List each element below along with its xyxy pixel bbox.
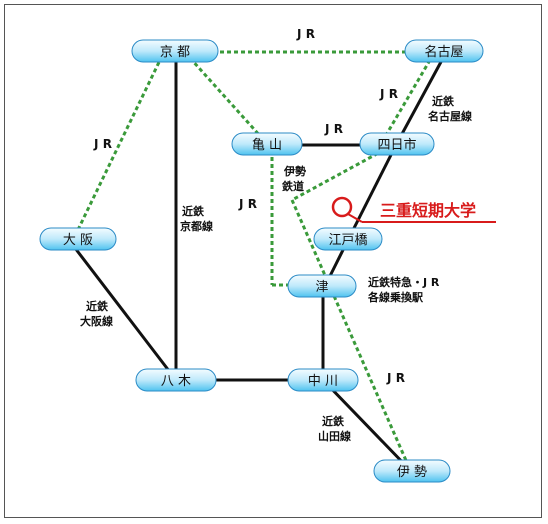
- label-kintetsu-yamada-1: 近鉄: [322, 414, 345, 428]
- label-transfer-2: 各線乗換駅: [367, 290, 423, 304]
- station-tsu[interactable]: 津: [287, 274, 357, 298]
- label-kintetsu-nagoya-1: 近鉄: [432, 94, 455, 108]
- college-marker[interactable]: 三重短期大学: [331, 196, 496, 223]
- college-pointer: [347, 213, 363, 223]
- station-kameyama-label: 亀 山: [252, 138, 282, 153]
- station-nakagawa-label: 中 川: [308, 374, 338, 389]
- label-kintetsu-osaka-2: 大阪線: [80, 314, 113, 328]
- label-jr-left: J R: [93, 137, 112, 151]
- jr-kyoto-kameyama: [188, 56, 264, 140]
- jr-yokkaichi-sw: [291, 148, 385, 202]
- station-ise-label: 伊 勢: [397, 465, 427, 480]
- station-kyoto-label: 京 都: [160, 45, 190, 60]
- station-yagi-label: 八 木: [161, 374, 191, 389]
- jr-nagoya-yokkaichi: [380, 59, 432, 143]
- station-yagi[interactable]: 八 木: [135, 368, 217, 392]
- station-kyoto[interactable]: 京 都: [131, 39, 219, 63]
- station-nagoya[interactable]: 名古屋: [404, 39, 484, 63]
- jr-lines: [72, 50, 440, 466]
- station-tsu-label: 津: [315, 280, 328, 295]
- jr-kyoto-osaka: [72, 55, 164, 239]
- college-label: 三重短期大学: [380, 201, 476, 220]
- station-osaka[interactable]: 大 阪: [39, 227, 117, 251]
- label-jr-nagoya: J R: [379, 87, 398, 101]
- jr-diag-ise: [290, 199, 410, 466]
- station-nagoya-label: 名古屋: [424, 44, 463, 60]
- label-ise-railway-2: 鉄道: [282, 179, 304, 193]
- line-osaka-yagi: [73, 247, 178, 381]
- line-nakagawa-ise: [321, 378, 412, 472]
- label-kintetsu-kyoto-1: 近鉄: [182, 204, 205, 218]
- station-ise[interactable]: 伊 勢: [373, 459, 451, 483]
- station-yokkaichi-label: 四日市: [377, 137, 416, 153]
- label-jr-kameyama-yokkaichi: J R: [324, 122, 343, 136]
- label-jr-ise: J R: [386, 371, 405, 385]
- station-nakagawa[interactable]: 中 川: [287, 368, 359, 392]
- station-osaka-label: 大 阪: [63, 233, 93, 248]
- label-transfer-1: 近鉄特急・J R: [368, 275, 440, 289]
- station-edobashi-label: 江戸橋: [328, 233, 367, 248]
- label-jr-top: J R: [296, 27, 315, 41]
- station-kameyama[interactable]: 亀 山: [231, 132, 303, 156]
- map-frame: [4, 4, 542, 518]
- label-jr-center: J R: [238, 197, 257, 211]
- line-yokkaichi-edobashi: [346, 144, 398, 241]
- station-yokkaichi[interactable]: 四日市: [359, 132, 435, 156]
- label-kintetsu-kyoto-2: 京都線: [180, 219, 213, 233]
- college-pin-icon: [331, 196, 353, 218]
- label-kintetsu-osaka-1: 近鉄: [86, 299, 109, 313]
- label-kintetsu-nagoya-2: 名古屋線: [428, 109, 472, 123]
- label-kintetsu-yamada-2: 山田線: [318, 429, 351, 443]
- line-nagoya-yokkaichi: [394, 59, 444, 146]
- label-ise-railway-1: 伊勢: [283, 164, 306, 178]
- station-edobashi[interactable]: 江戸橋: [313, 227, 383, 251]
